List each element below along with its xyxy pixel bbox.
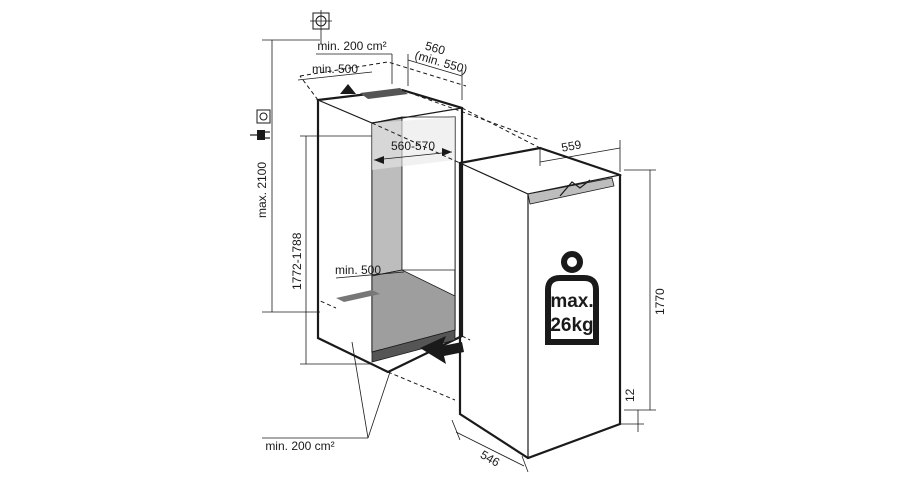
dim-line	[335, 271, 405, 279]
leader	[351, 341, 369, 439]
bottom-vent-area-label: min. 200 cm²	[265, 439, 334, 453]
top-grille	[527, 177, 615, 205]
dim-appliance-width: 559	[539, 137, 621, 172]
niche-depth-label: 560	[424, 39, 447, 58]
niche-height-label: 1772-1788	[290, 232, 304, 290]
dim-max-height: max. 2100	[255, 39, 320, 313]
niche-cabinet	[299, 61, 467, 374]
dim-line	[373, 151, 453, 161]
proj-bottom-right	[461, 335, 471, 341]
appliance-width-label: 559	[560, 137, 582, 154]
socket-box	[256, 109, 271, 124]
appliance-depth-label: 546	[478, 447, 503, 469]
top-vent-width-label: min. 500	[312, 62, 358, 76]
niche-width-label: 560-570	[391, 139, 435, 153]
dim-line	[455, 431, 525, 467]
top-vent-area: min. 200 cm²	[316, 39, 393, 84]
dim-ext	[521, 455, 529, 473]
dim-line	[539, 147, 621, 163]
top-vent-opening	[360, 88, 408, 99]
max-height-label: max. 2100	[255, 162, 269, 218]
plug-icon	[250, 130, 270, 140]
proj-top	[401, 89, 541, 141]
dashed-corner	[299, 75, 319, 101]
top-vent-area-label: min. 200 cm²	[317, 39, 386, 53]
niche-top-dashed	[299, 61, 467, 87]
dim-niche-height: 1772-1788	[290, 135, 372, 365]
bottom-inner-vent	[336, 290, 380, 302]
airflow-arrow	[420, 336, 464, 364]
dim-appliance-height: 1770	[624, 169, 667, 411]
dim-ext	[451, 419, 461, 441]
projection-lines	[371, 89, 541, 401]
niche-ceiling-shade	[372, 117, 455, 170]
appliance-top	[458, 147, 623, 195]
bottom-vent-arrow	[420, 336, 464, 364]
bottom-vent-width-label: min. 500	[335, 263, 381, 277]
up-arrow	[340, 84, 356, 94]
appliance-height-label: 1770	[653, 288, 667, 315]
dim-line	[407, 59, 463, 77]
proj-top-right	[461, 107, 541, 149]
dim-niche-width: 560-570	[373, 139, 453, 164]
dim-appliance-depth: 546	[451, 419, 529, 473]
socket-icon	[256, 109, 271, 124]
bottom-vent-opening	[371, 329, 456, 363]
leader	[367, 371, 391, 439]
weight-line1: max.	[550, 291, 593, 312]
weight-icon	[561, 251, 583, 273]
target-cross-icon	[310, 10, 332, 44]
weight-line2: 26kg	[550, 315, 593, 336]
dim-plinth: 12	[620, 388, 644, 432]
weight-body	[545, 275, 599, 345]
plinth-offset-label: 12	[623, 388, 637, 402]
niche-dashed-left	[317, 100, 337, 309]
proj-inner	[371, 122, 461, 164]
dim-line	[297, 71, 373, 81]
arrow-left	[374, 156, 384, 164]
niche-floor	[371, 269, 456, 353]
dim-top-vent: min. 500	[297, 62, 373, 94]
weight-badge: max. 26kg	[545, 251, 599, 345]
grille-mark	[559, 179, 591, 197]
socket-circle	[259, 112, 268, 121]
bottom-vent-area: min. 200 cm²	[262, 341, 391, 453]
arrow-right	[442, 148, 452, 156]
dim-niche-depth: 560 (min. 550)	[407, 39, 469, 100]
proj-bottom	[387, 371, 456, 401]
dim-bottom-vent: min. 500	[335, 263, 405, 279]
plug-body	[257, 130, 265, 140]
